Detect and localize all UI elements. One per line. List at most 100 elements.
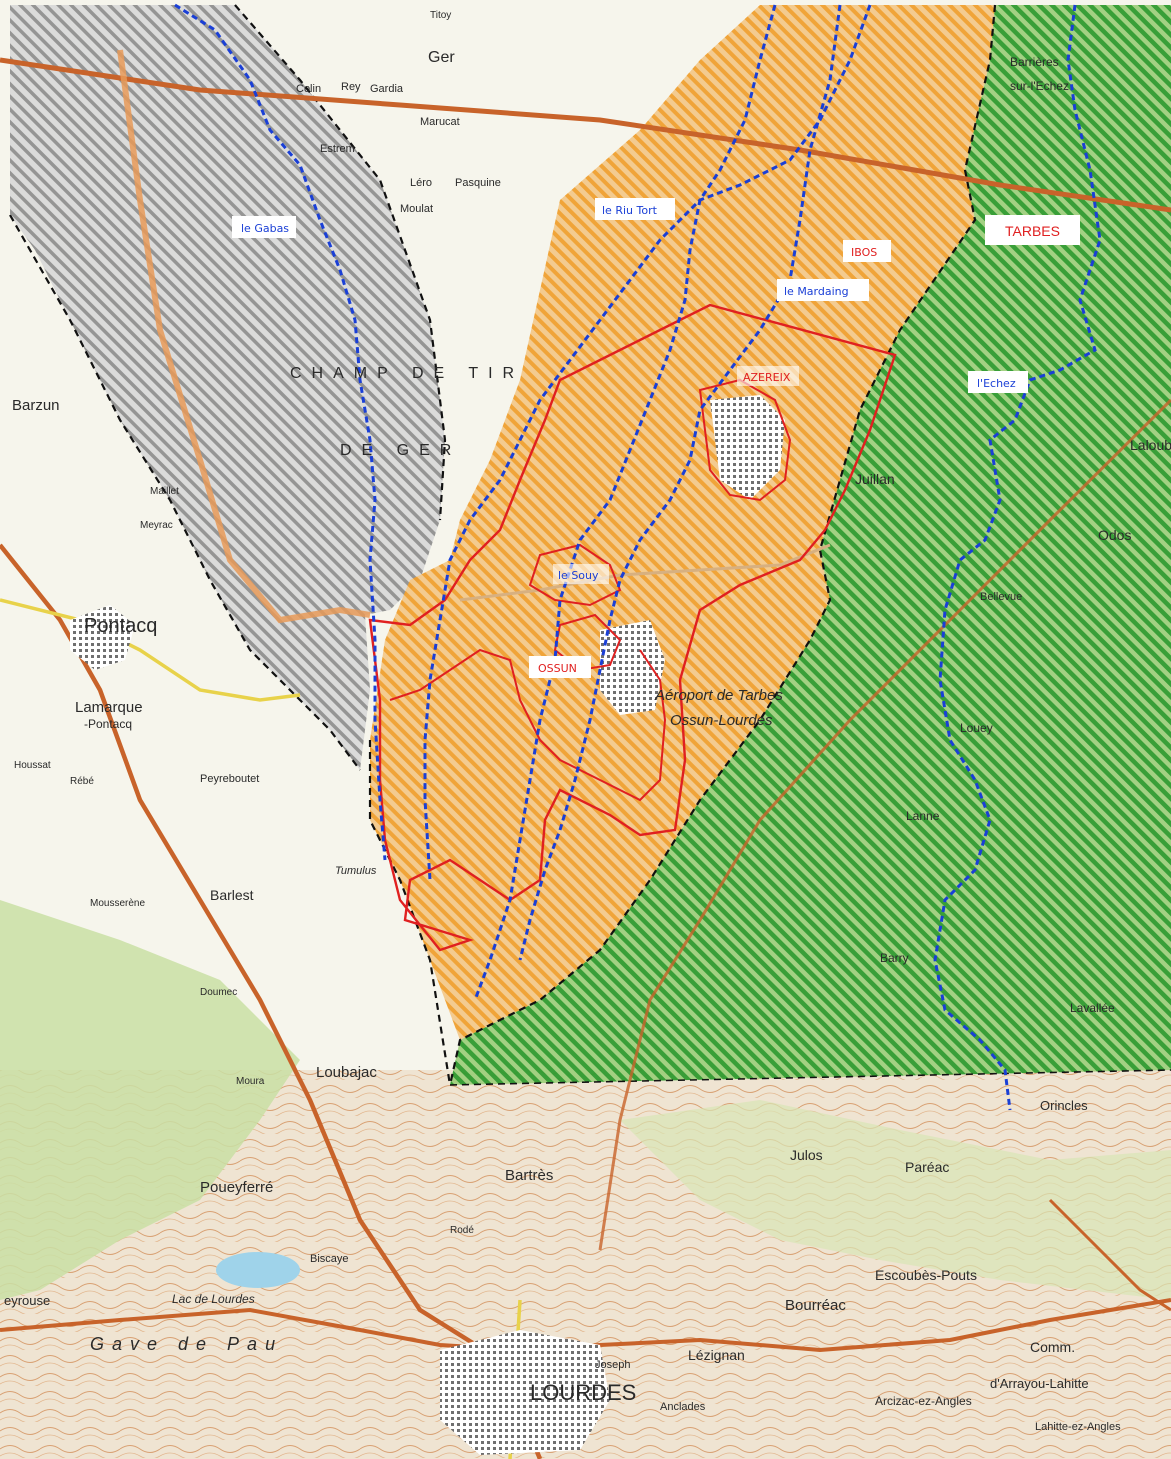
perimeter-red-souy: [528, 543, 622, 607]
label-gardia: Gardia: [370, 83, 404, 95]
label-estrem: Estrem: [320, 143, 355, 155]
commune-name-azereix: AZEREIX: [743, 371, 791, 384]
label-moulat: Moulat: [400, 203, 433, 215]
label-barry: Barry: [880, 951, 909, 965]
label-joseph: Joseph: [595, 1359, 630, 1371]
label-lahitte: Lahitte-ez-Angles: [1035, 1421, 1121, 1433]
label-lourdes: LOURDES: [530, 1380, 636, 1405]
label-colin: Colin: [296, 83, 321, 95]
commune-label-tarbes: TARBES: [985, 215, 1080, 245]
boundary-orange-green: [448, 4, 997, 1086]
road-east: [1048, 1198, 1171, 1312]
label-tumulus: Tumulus: [335, 865, 377, 877]
boundary-orange-west: [368, 740, 452, 1086]
river-label-gabas: le Gabas: [232, 216, 296, 238]
town-ossun: [600, 620, 665, 715]
label-lamarque: Lamarque: [75, 699, 143, 716]
town-pontacq: [70, 605, 135, 670]
label-barlest: Barlest: [210, 887, 254, 903]
label-comm: Comm.: [1030, 1339, 1075, 1355]
label-gave: Gave de Pau: [90, 1334, 283, 1354]
label-rebe: Rébé: [70, 776, 94, 787]
label-laloubere: Laloubère: [1130, 437, 1171, 453]
label-lanne: Lanne: [906, 809, 940, 823]
road-n117: [0, 57, 1171, 213]
label-moura: Moura: [236, 1076, 265, 1087]
zone-green-hatched: [450, 5, 1171, 1085]
river-gabas: [174, 3, 387, 861]
label-barzun: Barzun: [12, 397, 60, 414]
label-aeroport: Aéroport de Tarbes: [654, 687, 783, 704]
label-echez-2: sur-l'Echez: [1010, 79, 1069, 93]
river-label-mardaing: le Mardaing: [777, 279, 869, 301]
river-label-echez: l'Echez: [968, 371, 1028, 393]
label-bellevue: Bellevue: [980, 591, 1022, 603]
label-lavallee: Lavallée: [1070, 1001, 1115, 1015]
label-poueyferre: Poueyferré: [200, 1179, 273, 1196]
river-name-gabas: le Gabas: [241, 222, 289, 235]
relief-green-south: [620, 1100, 1171, 1300]
label-de-ger: DE GER: [340, 442, 461, 459]
road-yellow-pontacq: [0, 598, 301, 702]
perimeter-red-inner: [389, 648, 667, 802]
label-loubajac: Loubajac: [316, 1064, 377, 1081]
label-arcizac: Arcizac-ez-Angles: [875, 1394, 972, 1408]
label-maillet: Maillet: [150, 486, 179, 497]
zone-orange-hatched: [370, 5, 995, 1040]
label-juillan: Juillan: [855, 471, 895, 487]
commune-label-ibos: IBOS: [843, 240, 891, 262]
road-d940: [117, 49, 371, 624]
commune-name-ossun: OSSUN: [538, 662, 577, 675]
river-echez: [933, 4, 1102, 1111]
label-pontacq: Pontacq: [84, 615, 157, 637]
zone-grey-hatched: [10, 5, 445, 770]
commune-name-ibos: IBOS: [851, 246, 877, 259]
label-peyrouse: eyrouse: [4, 1293, 50, 1308]
label-lezignan: Lézignan: [688, 1347, 745, 1363]
river-label-riu-tort: le Riu Tort: [595, 198, 675, 220]
road-pontacq-lourdes: [0, 543, 543, 1459]
label-pasquine: Pasquine: [455, 177, 501, 189]
label-escoubes: Escoubès-Pouts: [875, 1267, 977, 1283]
town-lourdes: [440, 1330, 610, 1455]
commune-name-tarbes: TARBES: [1005, 223, 1060, 239]
commune-label-azereix: AZEREIX: [737, 366, 799, 386]
river-name-mardaing: le Mardaing: [784, 285, 849, 298]
town-azereix: [710, 395, 785, 500]
river-label-souy: le Souy: [553, 564, 609, 584]
label-ger: Ger: [428, 49, 455, 66]
river-name-souy: le Souy: [558, 569, 599, 582]
label-arrayou: d'Arrayou-Lahitte: [990, 1376, 1089, 1391]
label-marucat: Marucat: [420, 116, 460, 128]
road-airport: [459, 543, 831, 602]
label-orincles: Orincles: [1040, 1098, 1088, 1113]
lac-de-lourdes-water: [216, 1252, 300, 1288]
label-rode: Rodé: [450, 1225, 474, 1236]
label-titoy: Titoy: [430, 10, 451, 21]
label-bourreac: Bourréac: [785, 1297, 846, 1314]
boundary-south: [449, 1069, 1171, 1086]
label-doumec: Doumec: [200, 987, 237, 998]
road-tarbes-lourdes: [598, 398, 1171, 1251]
boundary-grey-south: [9, 214, 361, 771]
label-anclades: Anclades: [660, 1401, 706, 1413]
label-odos: Odos: [1098, 527, 1131, 543]
label-mousseme: Mousserène: [90, 898, 145, 909]
commune-label-ossun: OSSUN: [529, 656, 591, 678]
label-rey: Rey: [341, 81, 361, 93]
perimeter-red: [368, 303, 897, 952]
label-champ-de-tir: CHAMP DE TIR: [290, 365, 524, 382]
boundary-west: [234, 4, 447, 521]
river-name-riu-tort: le Riu Tort: [602, 204, 658, 217]
label-meyrac: Meyrac: [140, 520, 173, 531]
label-biscaye: Biscaye: [310, 1253, 349, 1265]
relief-green-southwest: [0, 900, 300, 1300]
label-peyreboutet: Peyreboutet: [200, 773, 259, 785]
label-aeroport-2: Ossun-Lourdes: [670, 712, 773, 729]
river-riu-tort: [423, 4, 872, 881]
label-louey: Louey: [960, 721, 993, 735]
label-houssat: Houssat: [14, 760, 51, 771]
label-bartres: Bartrès: [505, 1167, 553, 1184]
